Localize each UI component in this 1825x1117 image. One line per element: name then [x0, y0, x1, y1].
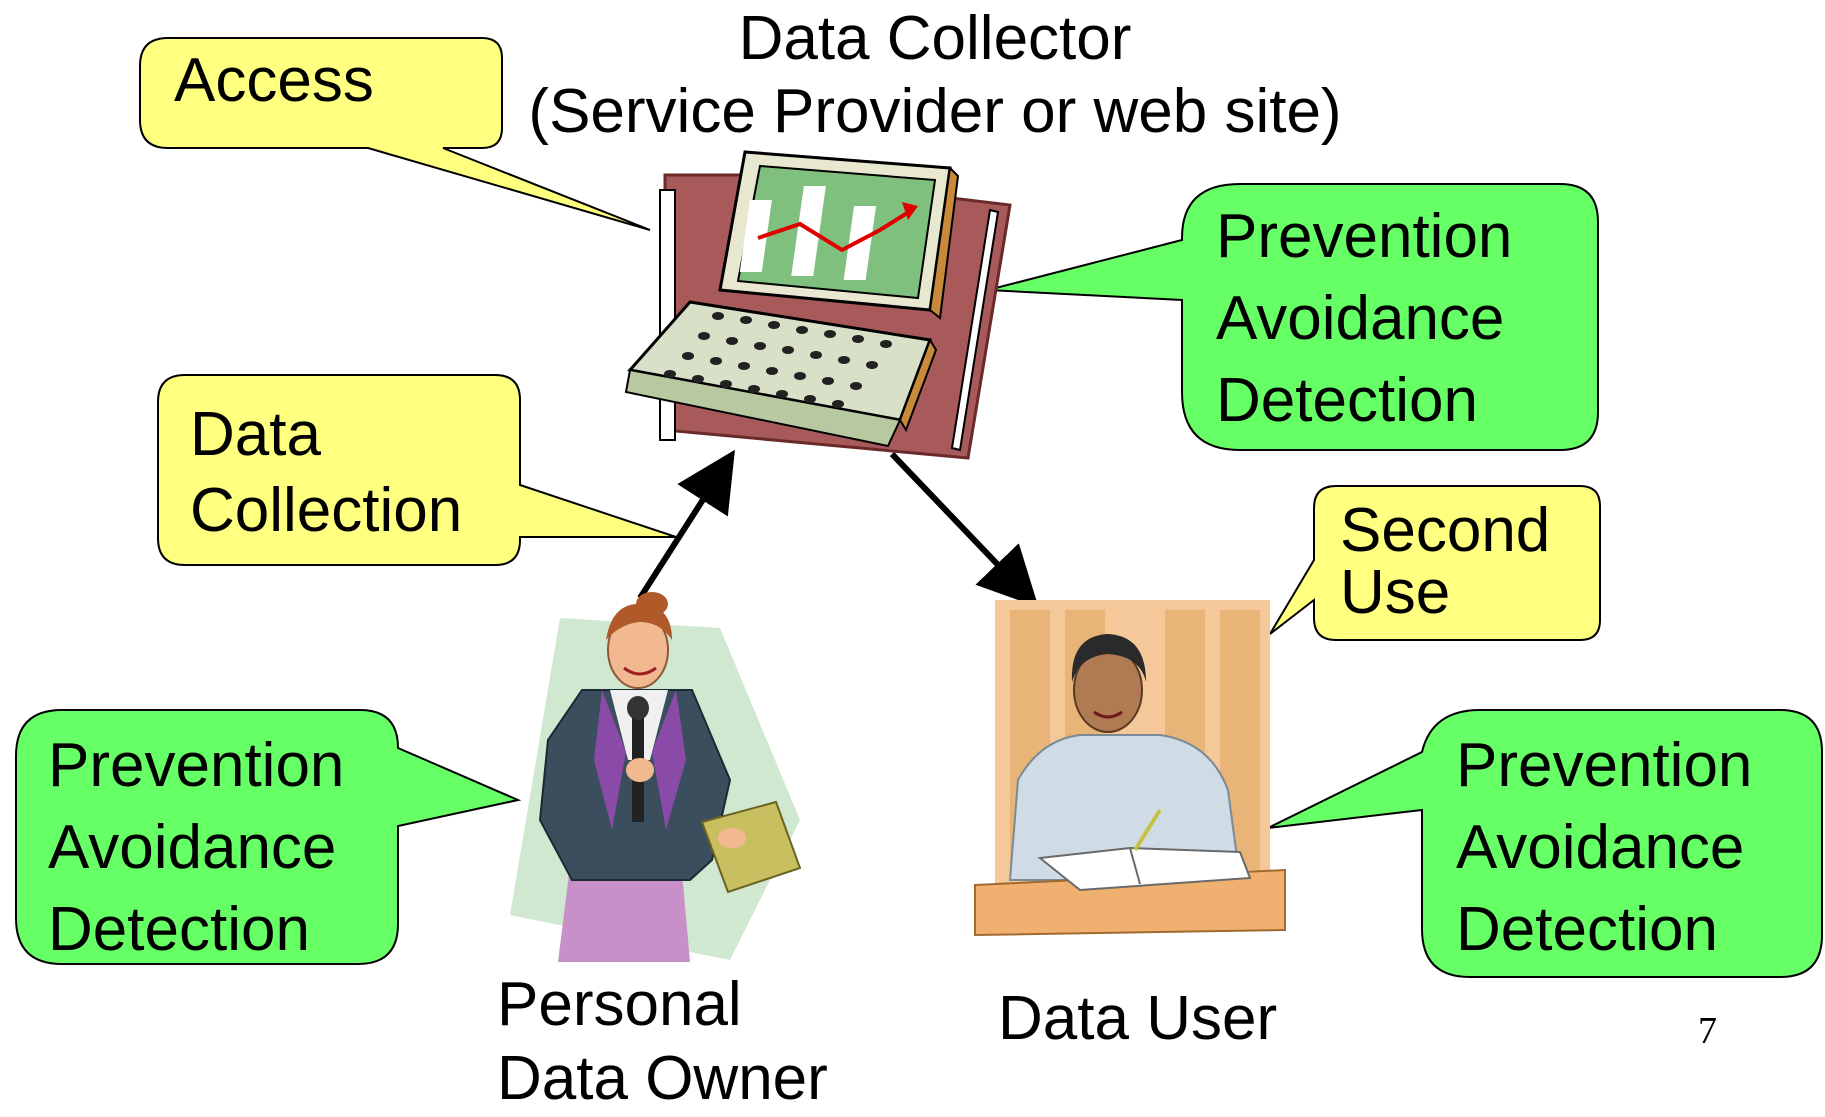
data-collector-title-line1: Data Collector [738, 4, 1132, 73]
callout-second-use-line2: Use [1340, 558, 1451, 627]
callout-collector-prevention: Prevention [1216, 202, 1513, 271]
data-user-illustration [974, 600, 1286, 937]
callout-owner-detection: Detection [48, 894, 310, 964]
callout-data-collection-line2: Collection [190, 475, 463, 545]
callout-data-collection [157, 374, 677, 566]
callout-collector-avoidance: Avoidance [1216, 283, 1505, 353]
arrow-owner-to-collector [637, 449, 735, 600]
callout-user-detection: Detection [1456, 894, 1718, 964]
data-owner-label-line2: Data Owner [497, 1044, 828, 1114]
data-owner-label: Personal Data Owner [497, 968, 828, 1117]
callout-second-use-line1: Second [1340, 496, 1551, 565]
data-owner-label-line1: Personal [497, 970, 742, 1039]
callout-access-text: Access [174, 46, 374, 115]
callout-collector-detection: Detection [1216, 365, 1478, 435]
data-collector-title: Data Collector (Service Provider or web … [520, 2, 1350, 148]
callout-access [139, 37, 651, 231]
callout-owner-avoidance: Avoidance [48, 812, 337, 882]
callout-controls-user-text: Prevention Avoidance Detection [1456, 725, 1752, 970]
computer-icon [624, 150, 1012, 460]
page-number: 7 [1698, 1010, 1717, 1052]
callout-controls-collector-text: Prevention Avoidance Detection [1216, 196, 1512, 441]
callout-controls-owner [15, 709, 522, 965]
callout-controls-collector [987, 183, 1599, 451]
data-owner-illustration [510, 592, 802, 962]
callout-user-avoidance: Avoidance [1456, 812, 1745, 882]
callout-data-collection-text: Data Collection [190, 397, 462, 548]
callout-second-use [1269, 485, 1601, 641]
data-user-label: Data User [998, 984, 1278, 1053]
data-collector-title-line2: (Service Provider or web site) [528, 77, 1342, 147]
arrow-collector-to-user [889, 451, 1039, 608]
callout-controls-owner-text: Prevention Avoidance Detection [48, 725, 344, 970]
callout-controls-user [1267, 709, 1823, 978]
callout-owner-prevention: Prevention [48, 731, 345, 800]
callout-second-use-text: Second Use [1340, 500, 1550, 624]
callout-data-collection-line1: Data [190, 400, 321, 469]
callout-user-prevention: Prevention [1456, 731, 1753, 800]
